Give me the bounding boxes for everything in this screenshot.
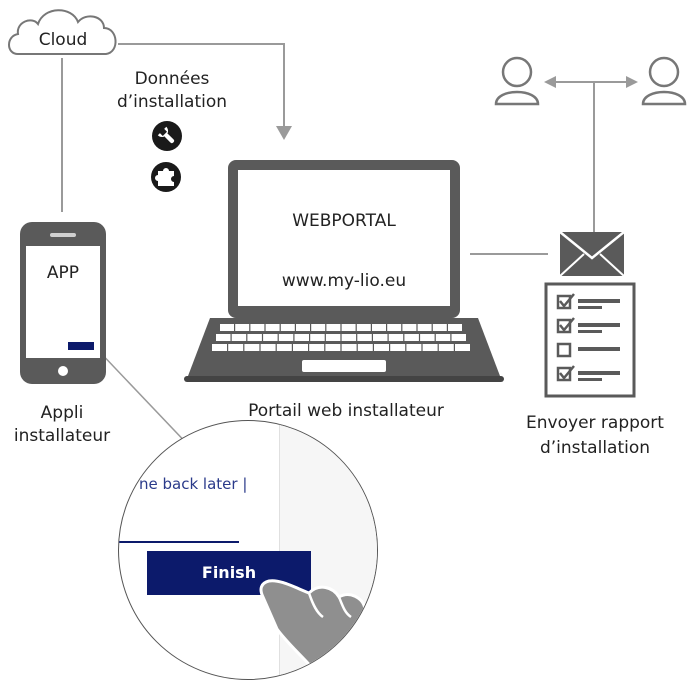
report-caption-2: d’installation [539,438,651,458]
installation-data-label-1: Données [134,69,210,89]
phone-screen-label: APP [46,263,80,283]
zoom-link-text[interactable]: ne back later | [139,475,248,493]
pointing-hand-icon [259,579,377,673]
zoom-circle: ne back later | Finish [118,420,378,680]
laptop-caption: Portail web installateur [248,401,444,421]
finish-button[interactable]: Finish [147,551,311,595]
zoom-divider [119,541,239,543]
laptop-screen-url: www.my-lio.eu [281,271,407,291]
phone-caption-2: installateur [13,426,111,446]
cloud-label: Cloud [38,30,88,50]
phone-caption-1: Appli [40,403,84,423]
report-caption-1: Envoyer rapport [526,413,664,433]
phone-finish-button [68,342,94,350]
installation-data-label-2: d’installation [116,92,228,112]
laptop-screen-title: WEBPORTAL [292,211,396,231]
